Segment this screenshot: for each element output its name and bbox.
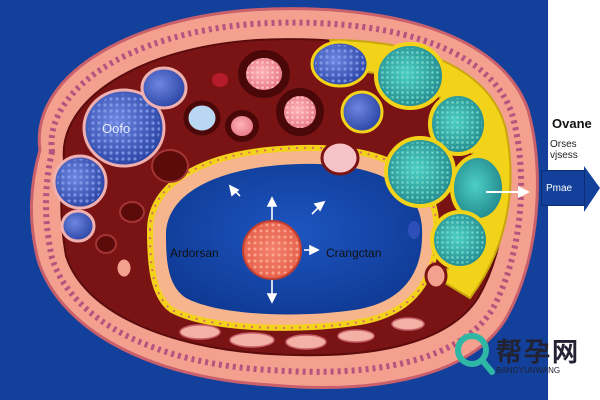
dark-cell bbox=[151, 149, 189, 183]
dark-cell-tiny bbox=[95, 234, 117, 254]
right-arrow-icon bbox=[486, 186, 530, 198]
follicle-pink-mid-texture bbox=[284, 96, 316, 128]
follicle-blue-large-texture bbox=[88, 94, 160, 162]
left-lumen-label: Ardorsan bbox=[170, 246, 219, 260]
phase-box: Pmae bbox=[541, 170, 585, 206]
pink-cell-bottom bbox=[424, 262, 448, 290]
panel-title: Ovane bbox=[552, 116, 592, 131]
follicle-blue-small bbox=[60, 209, 96, 243]
dark-cell-small bbox=[119, 201, 145, 223]
follicle-teal-bottom-texture bbox=[436, 216, 484, 264]
panel-subtitle: Orses bbox=[550, 139, 577, 150]
red-dot bbox=[212, 73, 228, 87]
cortex-cells bbox=[95, 73, 448, 290]
watermark-subtext: BANGYUNWANG bbox=[496, 366, 561, 375]
magnifier-logo-icon bbox=[455, 333, 495, 375]
panel-arrow-shape bbox=[584, 166, 600, 212]
follicle-teal-right-texture bbox=[434, 98, 482, 150]
teal-follicles bbox=[374, 42, 506, 270]
pink-follicles bbox=[225, 50, 324, 142]
watermark-text: 帮孕网 bbox=[496, 338, 581, 368]
tissue-dotted-band bbox=[43, 19, 525, 375]
follicle-teal-top-texture bbox=[380, 48, 440, 104]
left-cell-label: Oofo bbox=[102, 121, 130, 136]
panel-subtitle-2: vjsess bbox=[550, 150, 578, 161]
follicle-teal-mid-texture bbox=[390, 142, 450, 202]
pink-cell-left bbox=[114, 256, 134, 280]
lower-tissue bbox=[179, 317, 425, 350]
follicle-blue-mid bbox=[340, 90, 384, 134]
watermark: 帮孕网 BANGYUNWANG bbox=[452, 328, 592, 384]
follicle-blue-left-texture bbox=[57, 159, 103, 205]
follicle-blue-top-right-texture bbox=[315, 45, 365, 83]
follicle-pink-top-texture bbox=[246, 58, 282, 90]
lumen-arrows bbox=[228, 184, 326, 304]
central-follicle-texture bbox=[245, 223, 299, 277]
clear-cell bbox=[183, 100, 221, 136]
follicle-pink-small bbox=[225, 110, 259, 142]
follicle-blue-top bbox=[140, 66, 188, 110]
blue-dot bbox=[408, 221, 420, 239]
blue-follicles bbox=[52, 40, 384, 243]
right-lumen-label: Crangctan bbox=[326, 246, 381, 260]
pale-cell bbox=[320, 140, 360, 176]
